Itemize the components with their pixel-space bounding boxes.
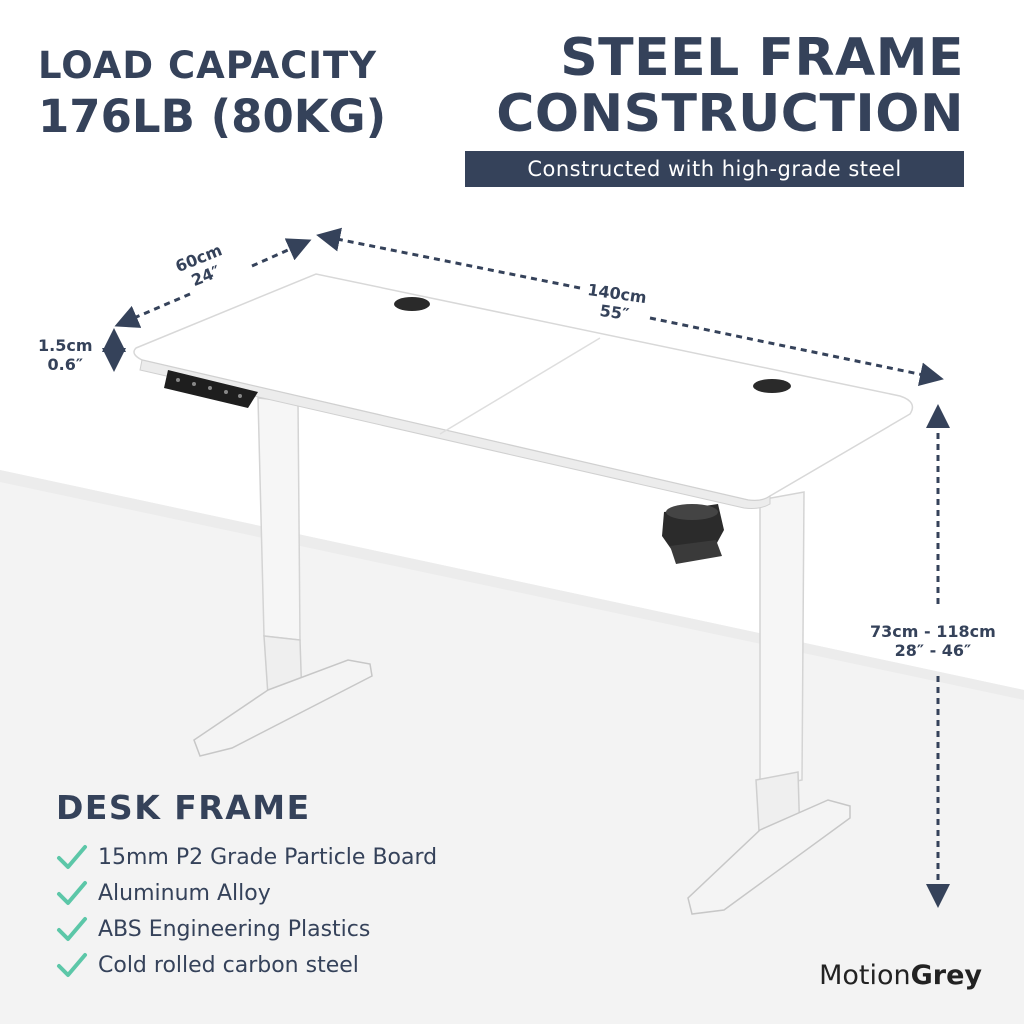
- height-in: 28″ - 46″: [894, 641, 972, 660]
- feature-item: Cold rolled carbon steel: [56, 947, 437, 983]
- load-capacity-label: LOAD CAPACITY: [38, 44, 378, 87]
- brand-logo: MotionGrey: [819, 960, 982, 991]
- check-icon: [57, 881, 87, 905]
- thickness-cm: 1.5cm: [38, 336, 93, 355]
- desktop: [133, 273, 914, 509]
- thickness-in: 0.6″: [47, 355, 84, 374]
- feature-item: Aluminum Alloy: [56, 875, 437, 911]
- steel-subtitle-banner: Constructed with high-grade steel: [465, 151, 964, 187]
- cup-holder: [662, 504, 724, 564]
- width-label: 140cm 55″: [584, 280, 648, 326]
- steel-title-line1: STEEL FRAME: [560, 28, 964, 88]
- check-icon: [57, 953, 87, 977]
- feature-text: 15mm P2 Grade Particle Board: [98, 844, 438, 870]
- check-icon: [57, 845, 87, 869]
- check-icon: [57, 917, 87, 941]
- left-leg: [193, 397, 373, 757]
- right-leg: [687, 491, 851, 915]
- load-capacity: LOAD CAPACITY 176LB (80KG): [38, 44, 386, 146]
- feature-text: Aluminum Alloy: [98, 880, 271, 906]
- brand-part1: Motion: [819, 960, 911, 991]
- steel-title-line2: CONSTRUCTION: [496, 84, 964, 144]
- desk-frame-title: DESK FRAME: [56, 788, 311, 827]
- load-capacity-value: 176LB (80KG): [38, 90, 387, 143]
- feature-text: Cold rolled carbon steel: [98, 952, 359, 978]
- desk-frame-section: DESK FRAME 15mm P2 Grade Particle Board …: [56, 788, 437, 983]
- steel-frame-heading: STEEL FRAME CONSTRUCTION: [496, 30, 964, 142]
- brand-part2: Grey: [910, 960, 982, 991]
- thickness-label: 1.5cm 0.6″: [38, 336, 93, 374]
- height-cm: 73cm - 118cm: [870, 622, 996, 641]
- feature-item: ABS Engineering Plastics: [56, 911, 437, 947]
- feature-item: 15mm P2 Grade Particle Board: [56, 839, 437, 875]
- height-label: 73cm - 118cm 28″ - 46″: [870, 622, 996, 660]
- control-panel: [164, 370, 258, 408]
- feature-text: ABS Engineering Plastics: [98, 916, 371, 942]
